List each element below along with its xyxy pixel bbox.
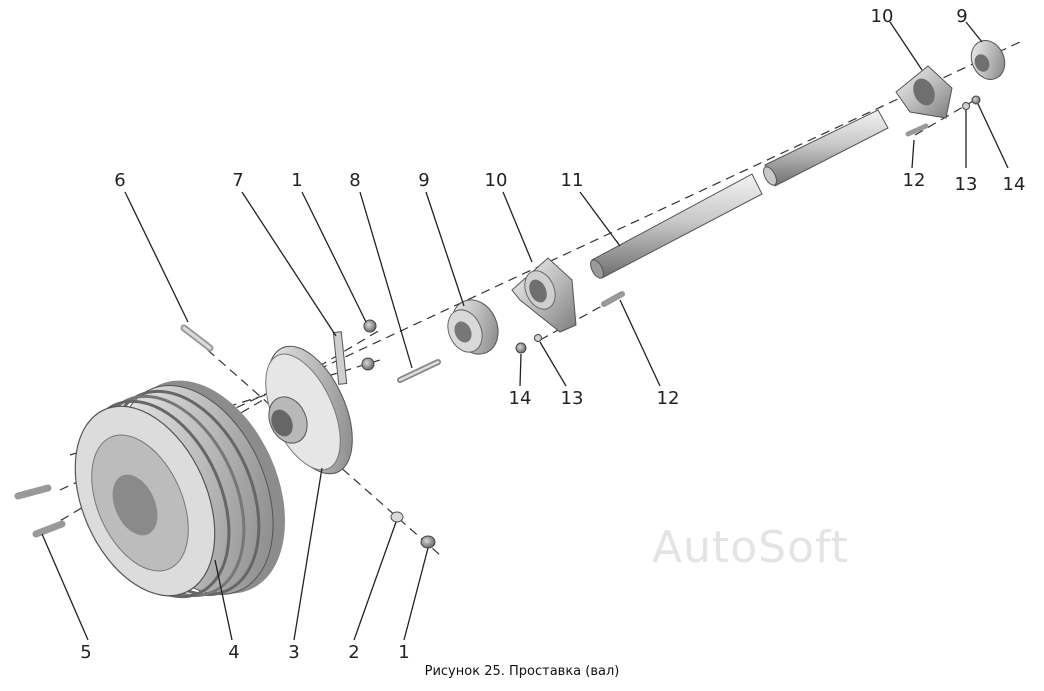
callout-12-top: 12 bbox=[903, 170, 926, 191]
callout-5: 5 bbox=[80, 642, 91, 663]
callout-9-mid: 9 bbox=[418, 170, 429, 191]
callout-13-top: 13 bbox=[955, 174, 978, 195]
bolt-part-6 bbox=[180, 324, 214, 352]
callout-1-bottom: 1 bbox=[398, 642, 409, 663]
flange-hub-part-3 bbox=[265, 345, 353, 475]
nuts-part-1-top bbox=[361, 319, 377, 371]
shaft-part-11 bbox=[590, 109, 889, 279]
washer-nut-parts-13-14-mid bbox=[515, 334, 542, 354]
callout-14-top: 14 bbox=[1003, 174, 1026, 195]
callout-4: 4 bbox=[228, 642, 239, 663]
callout-12-mid: 12 bbox=[657, 388, 680, 409]
bearing-housing-part-10-mid bbox=[511, 257, 577, 333]
callout-13-mid: 13 bbox=[561, 388, 584, 409]
washer-nut-parts-2-1-bottom bbox=[390, 511, 436, 549]
bearing-part-9-top bbox=[970, 40, 1006, 80]
callout-6: 6 bbox=[114, 170, 125, 191]
callout-3: 3 bbox=[288, 642, 299, 663]
callout-10-mid: 10 bbox=[485, 170, 508, 191]
callout-8: 8 bbox=[349, 170, 360, 191]
lock-plate-part-7 bbox=[332, 331, 348, 385]
bolt-part-12-mid bbox=[601, 291, 625, 307]
bolts-part-5 bbox=[14, 484, 66, 538]
pulley-part-4 bbox=[74, 380, 286, 599]
key-part-8 bbox=[397, 359, 441, 383]
watermark: AutoSoft bbox=[652, 522, 849, 573]
callout-2: 2 bbox=[348, 642, 359, 663]
fasteners-parts-12-13-14-top bbox=[905, 95, 981, 137]
callout-1-top: 1 bbox=[291, 170, 302, 191]
callout-labels: 6 7 1 8 9 10 11 10 9 12 13 14 14 13 12 5… bbox=[80, 6, 1025, 663]
bearing-housing-part-10-top bbox=[895, 65, 953, 119]
callout-11: 11 bbox=[561, 170, 584, 191]
bearing-part-9-mid bbox=[447, 299, 499, 355]
callout-7: 7 bbox=[232, 170, 243, 191]
figure-caption: Рисунок 25. Проставка (вал) bbox=[424, 664, 620, 679]
callout-14-mid: 14 bbox=[509, 388, 532, 409]
callout-9-top: 9 bbox=[956, 6, 967, 27]
leader-lines bbox=[41, 21, 1009, 641]
callout-10-top: 10 bbox=[871, 6, 894, 27]
